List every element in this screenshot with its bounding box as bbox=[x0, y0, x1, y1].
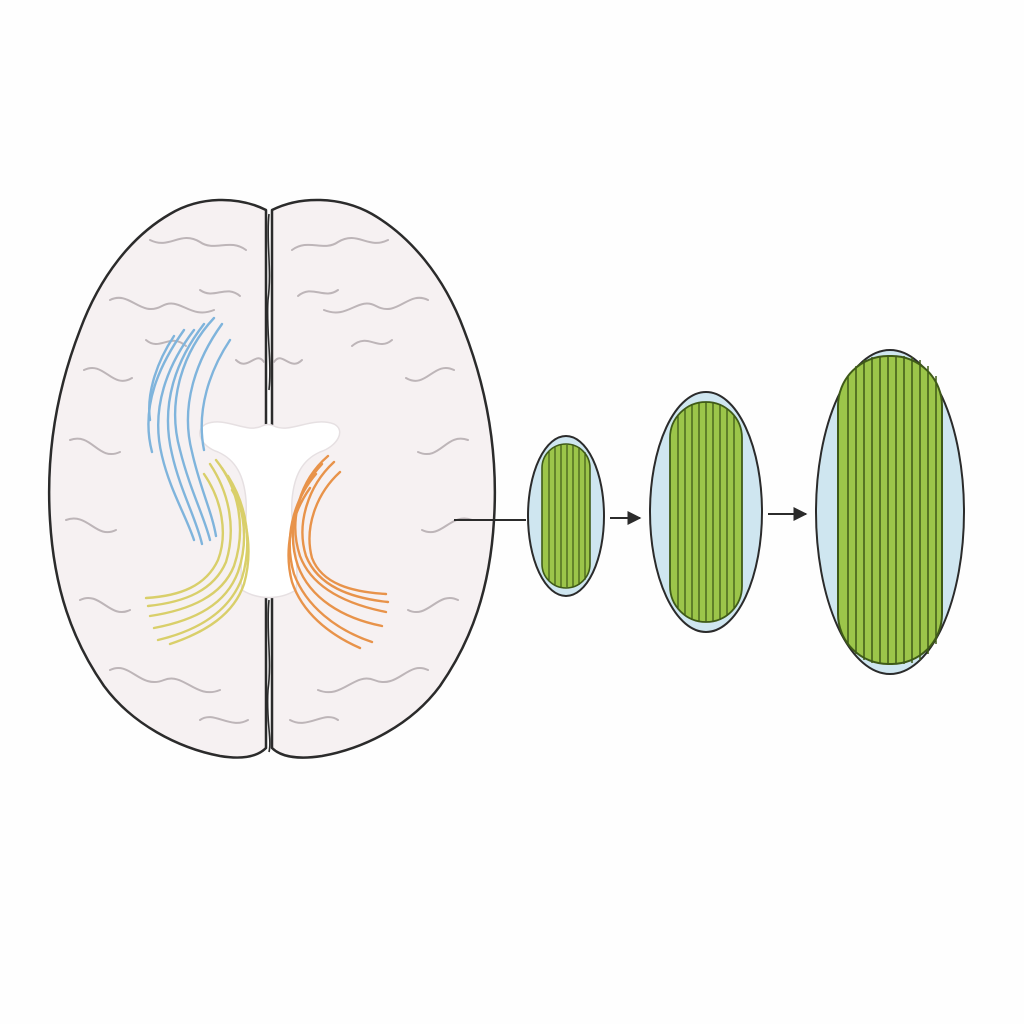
fiber-lines-medium bbox=[677, 402, 735, 622]
brain-sulci bbox=[65, 237, 473, 724]
ventricle bbox=[199, 421, 341, 599]
fiber-lines-small bbox=[548, 445, 586, 587]
longitudinal-fissure bbox=[266, 213, 271, 753]
tract-blue bbox=[147, 316, 232, 546]
fiber-bundle-medium bbox=[649, 391, 763, 633]
fiber-bundle-large bbox=[815, 349, 965, 675]
tract-yellow bbox=[144, 458, 250, 646]
fiber-bundle-small bbox=[527, 435, 605, 597]
fiber-lines-large bbox=[847, 356, 937, 664]
right-hemisphere bbox=[270, 198, 497, 759]
fiber-body-small bbox=[541, 443, 591, 589]
fiber-body-large bbox=[837, 355, 943, 665]
brain-axial-icon bbox=[47, 198, 497, 759]
left-hemisphere bbox=[47, 198, 268, 759]
tract-orange bbox=[287, 454, 390, 650]
